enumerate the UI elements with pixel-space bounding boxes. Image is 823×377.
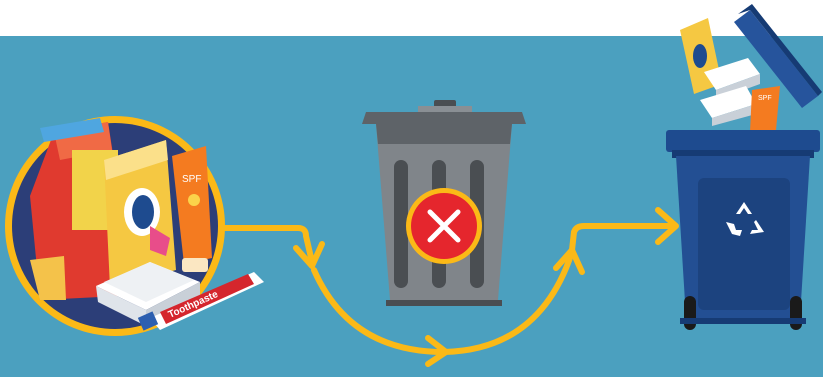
x-cross-icon <box>406 188 482 264</box>
sunscreen-label: SPF <box>182 174 201 185</box>
recycled-sunscreen-label: SPF <box>758 95 772 102</box>
yellow-pouch-icon <box>104 140 176 288</box>
